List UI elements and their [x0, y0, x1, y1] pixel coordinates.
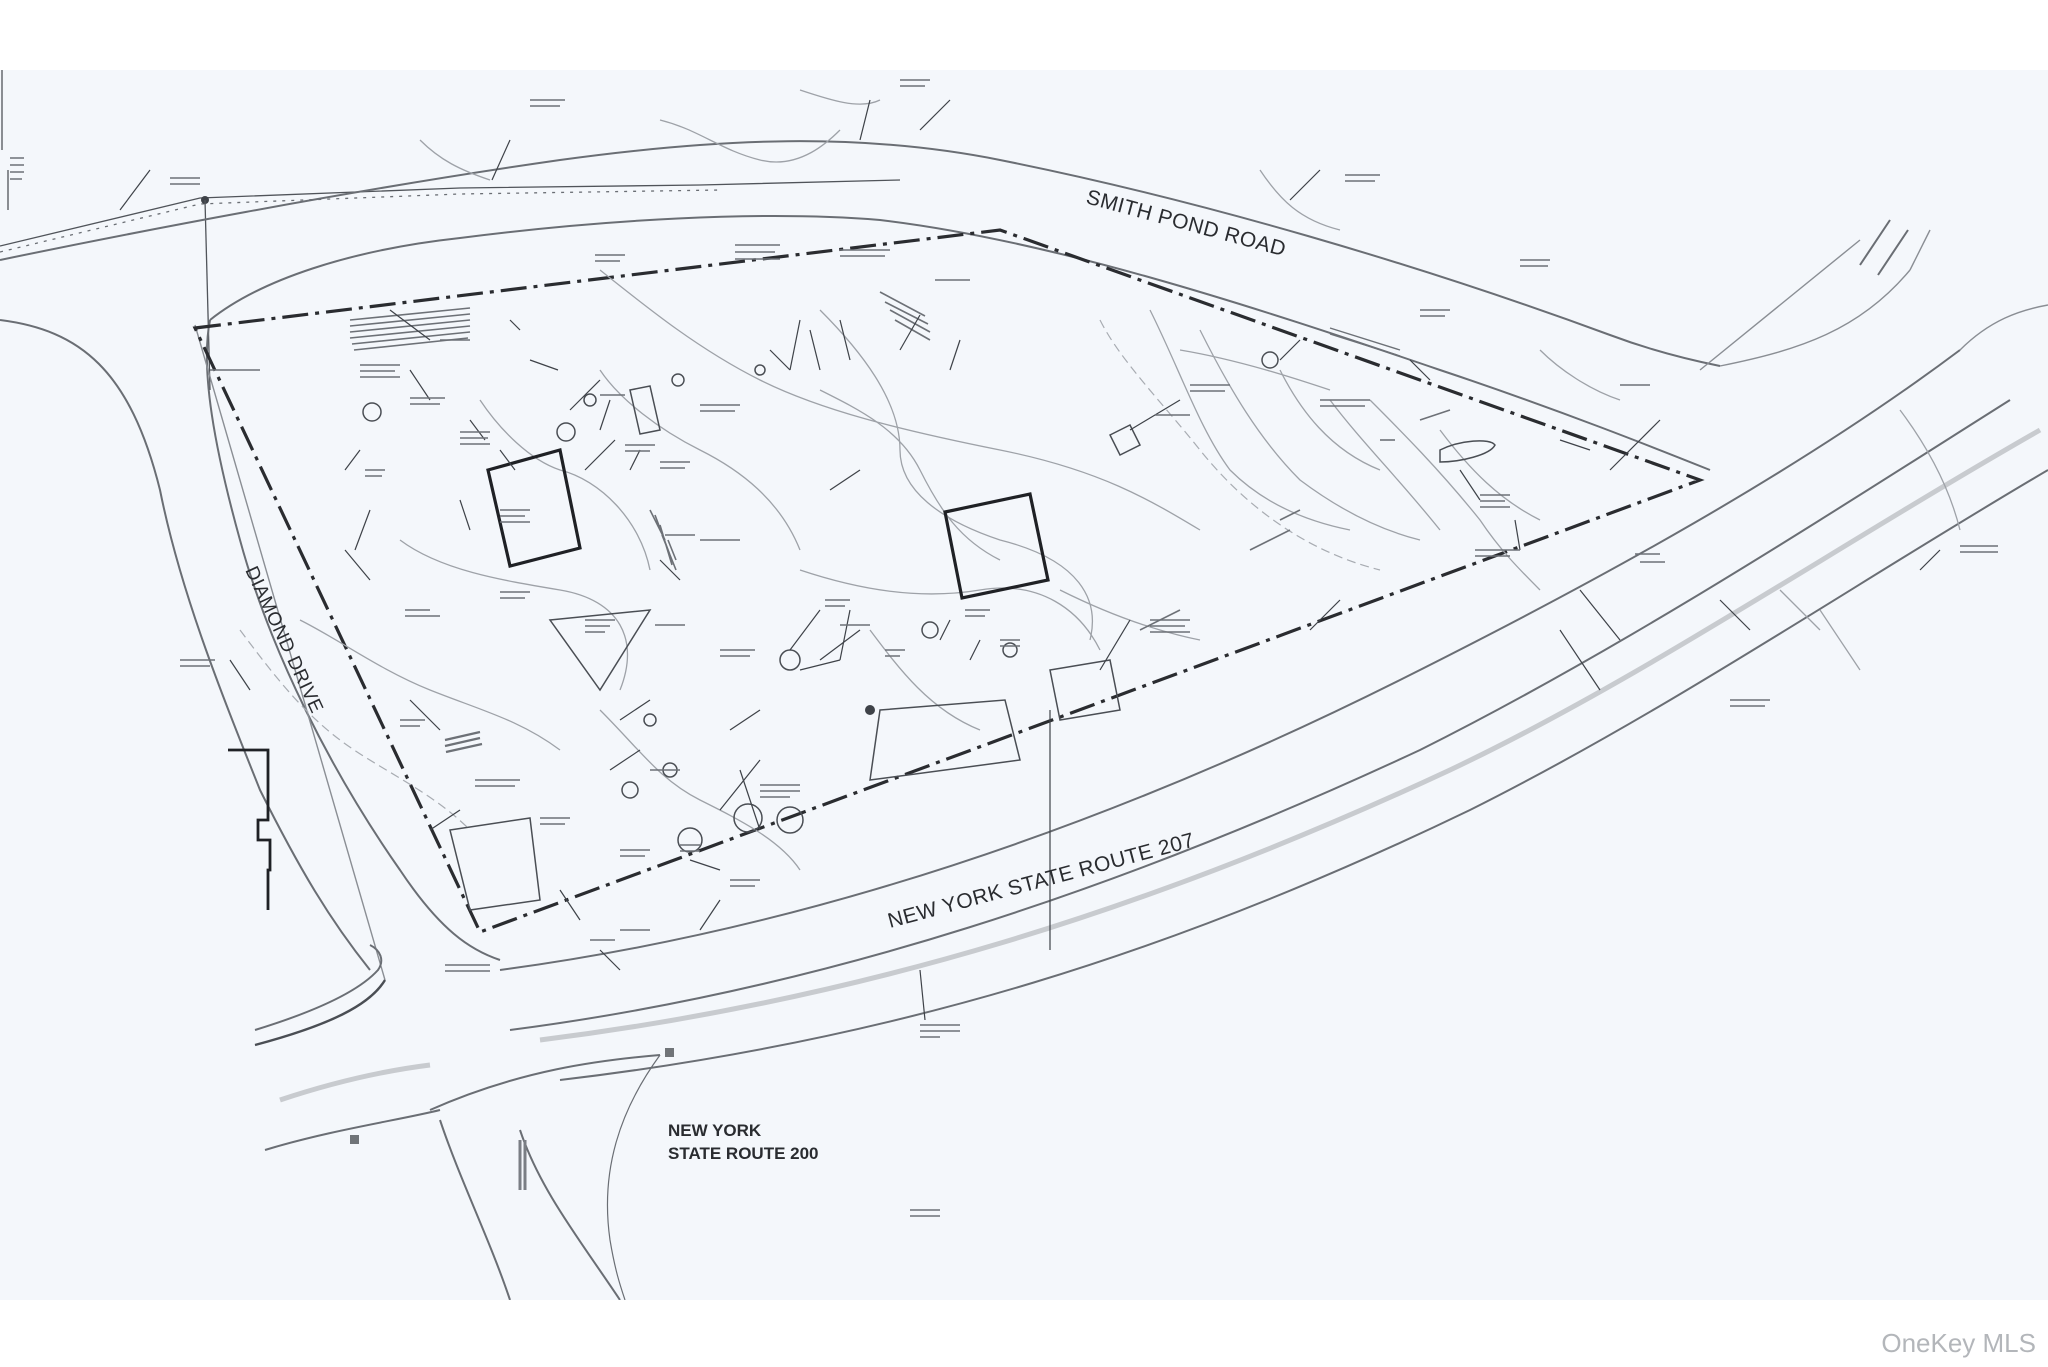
- diamond-drive: [0, 319, 501, 981]
- hatched-areas: [349, 291, 1401, 754]
- site-plan-drawing: SMITH POND ROAD NEW YORK STATE ROUTE 207…: [0, 70, 2048, 1300]
- diamond-drive-label: DIAMOND DRIVE: [240, 563, 326, 717]
- utility-line-top: [0, 179, 901, 391]
- adjacent-lot-outline: [228, 748, 272, 910]
- edge-marks: [1, 70, 24, 210]
- symbols: [362, 351, 1279, 853]
- route-207: [499, 219, 2048, 1081]
- small-pad: [629, 385, 661, 435]
- pad-feature: [1049, 659, 1121, 721]
- plaza-feature: [869, 699, 1021, 781]
- route-208: [254, 944, 674, 1300]
- buildings: [449, 385, 1496, 911]
- triangle-feature: [548, 609, 652, 692]
- contours: [239, 89, 1961, 871]
- small-pad-2: [1108, 423, 1142, 457]
- route-208-label-line1: NEW YORK: [668, 1121, 762, 1140]
- smith-pond-road: [0, 140, 1931, 471]
- route-208-label-line2: STATE ROUTE 200: [668, 1144, 819, 1163]
- site-plan: SMITH POND ROAD NEW YORK STATE ROUTE 207…: [0, 70, 2048, 1300]
- sw-feature: [449, 817, 541, 911]
- east-feature: [1439, 440, 1496, 463]
- leader-lines: [119, 99, 1941, 1021]
- building-left: [486, 447, 582, 568]
- watermark: OneKey MLS: [1881, 1328, 2036, 1358]
- building-center: [943, 492, 1050, 600]
- annotation-marks: [170, 79, 1998, 1217]
- route-207-label: NEW YORK STATE ROUTE 207: [885, 829, 1197, 933]
- property-boundary: [192, 228, 1705, 935]
- smith-pond-road-label: SMITH POND ROAD: [1084, 186, 1289, 261]
